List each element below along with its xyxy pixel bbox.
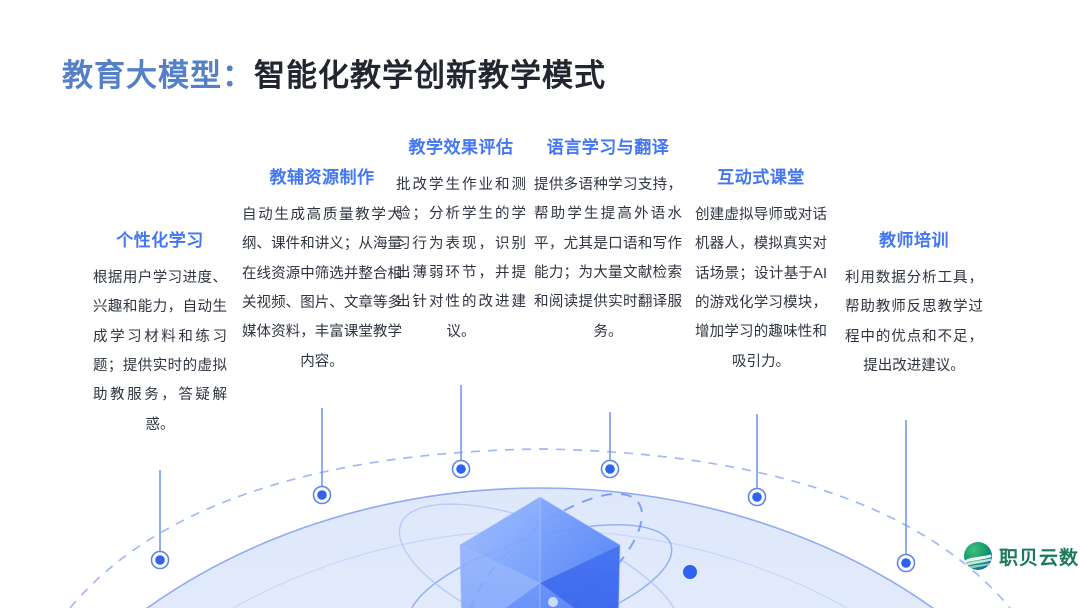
feature-body-5: 创建虚拟导师或对话机器人，模拟真实对话场景；设计基于AI的游戏化学习模块，增加学… [695,207,827,370]
wave-globe-icon [964,542,992,570]
page-title-accent: 教育大模型： [62,58,254,93]
feature-heading-2: 教辅资源制作 [269,168,375,187]
feature-body-3: 批改学生作业和测验；分析学生的学习行为表现，识别出薄弱环节，并提出针对性的改进建… [396,177,526,340]
page-title-main: 智能化教学创新教学模式 [254,58,606,93]
feature-body-1: 根据用户学习进度、兴趣和能力，自动生成学习材料和练习题；提供实时的虚拟助教服务，… [93,270,227,433]
feature-column-4[interactable]: 语言学习与翻译 提供多语种学习支持，帮助学生提高外语水平，尤其是口语和写作能力；… [534,137,682,347]
page-title: 教育大模型：智能化教学创新教学模式 [62,50,606,95]
feature-body-4: 提供多语种学习支持，帮助学生提高外语水平，尤其是口语和写作能力；为大量文献检索和… [534,177,682,340]
feature-body-6: 利用数据分析工具，帮助教师反思教学过程中的优点和不足，提出改进建议。 [845,270,983,374]
connector-nodes [150,385,916,573]
orbit-dot-front [548,597,558,607]
feature-column-5[interactable]: 互动式课堂 创建虚拟导师或对话机器人，模拟真实对话场景；设计基于AI的游戏化学习… [695,167,827,377]
orbit-dot-right [683,565,697,579]
brand-name: 职贝云数 [999,547,1080,569]
feature-column-2[interactable]: 教辅资源制作 自动生成高质量教学大纲、课件和讲义；从海量在线资源中筛选并整合相关… [242,167,402,377]
feature-heading-4: 语言学习与翻译 [546,138,670,157]
orbit-rings [398,492,682,608]
connector-arc [69,448,1011,608]
brand-logo: 职贝云数 [963,541,1079,571]
feature-column-1[interactable]: 个性化学习 根据用户学习进度、兴趣和能力，自动生成学习材料和练习题；提供实时的虚… [93,230,227,440]
feature-heading-5: 互动式课堂 [717,168,805,187]
feature-heading-6: 教师培训 [879,231,949,250]
feature-column-3[interactable]: 教学效果评估 批改学生作业和测验；分析学生的学习行为表现，识别出薄弱环节，并提出… [396,137,526,347]
crystal-octahedron [459,496,621,608]
feature-heading-3: 教学效果评估 [408,138,514,157]
feature-heading-1: 个性化学习 [116,231,204,250]
platform-dome [146,487,934,608]
feature-body-2: 自动生成高质量教学大纲、课件和讲义；从海量在线资源中筛选并整合相关视频、图片、文… [242,207,402,370]
feature-column-6[interactable]: 教师培训 利用数据分析工具，帮助教师反思教学过程中的优点和不足，提出改进建议。 [845,230,983,381]
